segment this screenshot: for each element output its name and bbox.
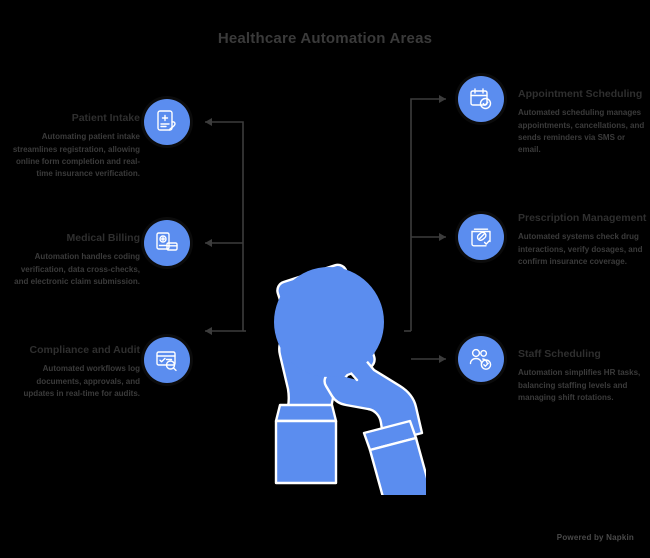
heading-appointment-scheduling: Appointment Scheduling xyxy=(518,88,643,100)
heading-staff-scheduling: Staff Scheduling xyxy=(518,348,601,360)
heading-compliance-and-audit: Compliance and Audit xyxy=(29,344,140,356)
footer-attribution: Powered by Napkin xyxy=(556,533,634,542)
icon-appointment-scheduling[interactable] xyxy=(458,76,504,122)
illustration-halo xyxy=(274,267,384,377)
block-medical-billing: Medical Billing Automation handles codin… xyxy=(8,232,140,288)
people-check-icon xyxy=(469,348,492,370)
document-checkmark-magnifier-icon xyxy=(156,351,177,372)
icon-compliance-and-audit[interactable] xyxy=(144,337,190,383)
heading-medical-billing: Medical Billing xyxy=(66,232,140,244)
block-appointment-scheduling: Appointment Scheduling Automated schedul… xyxy=(518,88,650,157)
body-patient-intake: Automating patient intake streamlines re… xyxy=(12,132,140,179)
body-compliance-and-audit: Automated workflows log documents, appro… xyxy=(23,364,140,398)
icon-patient-intake[interactable] xyxy=(144,99,190,145)
document-credit-card-icon xyxy=(156,232,178,251)
icon-staff-scheduling[interactable] xyxy=(458,336,504,382)
body-medical-billing: Automation handles coding verification, … xyxy=(14,252,140,286)
icon-medical-billing[interactable] xyxy=(144,220,190,266)
page-title: Healthcare Automation Areas xyxy=(217,30,433,47)
center-illustration xyxy=(246,255,434,510)
heading-patient-intake: Patient Intake xyxy=(71,112,140,124)
block-patient-intake: Patient Intake Automating patient intake… xyxy=(8,112,140,181)
heading-prescription-management: Prescription Management xyxy=(518,212,647,224)
prescription-pill-check-icon xyxy=(471,228,491,247)
tablet-medical-cross-hand-icon xyxy=(157,110,176,131)
body-appointment-scheduling: Automated scheduling manages appointment… xyxy=(518,108,645,155)
calendar-check-icon xyxy=(470,88,492,110)
block-compliance-and-audit: Compliance and Audit Automated workflows… xyxy=(8,344,140,400)
block-prescription-management: Prescription Management Automated system… xyxy=(518,212,650,268)
body-prescription-management: Automated systems check drug interaction… xyxy=(518,232,643,266)
block-staff-scheduling: Staff Scheduling Automation simplifies H… xyxy=(518,348,650,404)
icon-prescription-management[interactable] xyxy=(458,214,504,260)
body-staff-scheduling: Automation simplifies HR tasks, balancin… xyxy=(518,368,641,402)
